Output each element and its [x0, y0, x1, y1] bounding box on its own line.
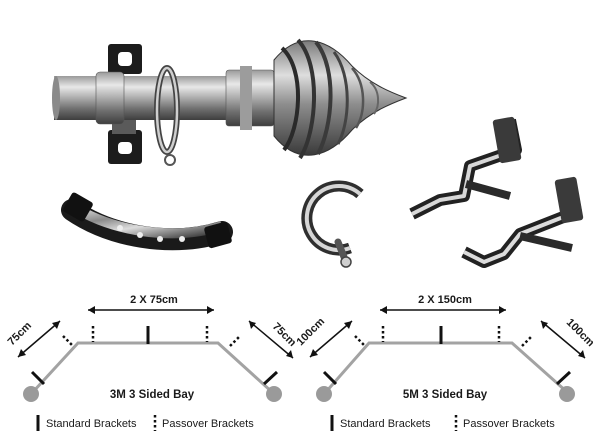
bay-title: 3M 3 Sided Bay — [110, 389, 195, 401]
left-side-label: 75cm — [6, 320, 35, 349]
curtain-ring — [154, 65, 180, 166]
pole-rod — [54, 76, 244, 120]
top-width-label: 2 X 75cm — [130, 294, 178, 306]
passover-brackets-label: Passover Brackets — [162, 418, 254, 430]
standard-bracket-mark — [30, 370, 46, 386]
passover-bracket-mark — [229, 335, 241, 347]
dimension-arrow — [17, 320, 61, 358]
rail-end-cap — [316, 386, 332, 402]
right-side-label: 75cm — [270, 321, 299, 350]
passover-bracket-mark — [62, 335, 74, 347]
standard-bracket-mark — [555, 370, 572, 386]
finial — [273, 38, 408, 160]
bay-title: 5M 3 Sided Bay — [403, 389, 488, 401]
standard-bracket-mark — [322, 370, 338, 386]
bay-rail — [30, 341, 274, 395]
legend-right: Standard Brackets Passover Brackets — [330, 415, 555, 431]
bay-rail — [323, 341, 568, 394]
rail-end-cap — [266, 386, 282, 402]
dimension-arrow — [248, 320, 294, 359]
passover-bracket-mark — [521, 335, 533, 347]
bay-diagram-5m: 2 X 150cm 100cm 100cm 5M 3 Sided Bay — [295, 294, 597, 402]
standard-brackets-label: Standard Brackets — [46, 418, 137, 430]
standard-brackets-label: Standard Brackets — [340, 418, 431, 430]
standard-bracket-mark — [262, 370, 279, 386]
standard-bracket — [409, 116, 522, 220]
rail-end-cap — [23, 386, 39, 402]
rail-end-cap — [559, 386, 575, 402]
legend-left: Standard Brackets Passover Brackets — [36, 415, 254, 431]
bay-bend-joint — [61, 192, 233, 251]
bay-diagram-3m: 2 X 75cm 75cm 75cm 3M 3 Sided Bay — [6, 294, 299, 402]
passover-ring — [301, 180, 364, 268]
passover-bracket — [461, 176, 584, 268]
dimension-arrow — [309, 320, 353, 358]
top-width-label: 2 X 150cm — [418, 294, 472, 306]
pole-bracket — [108, 44, 142, 164]
pole-assembly — [52, 38, 408, 166]
passover-bracket-mark — [354, 335, 366, 347]
left-side-label: 100cm — [295, 315, 328, 348]
passover-brackets-label: Passover Brackets — [463, 418, 555, 430]
dimension-arrow — [540, 320, 586, 359]
